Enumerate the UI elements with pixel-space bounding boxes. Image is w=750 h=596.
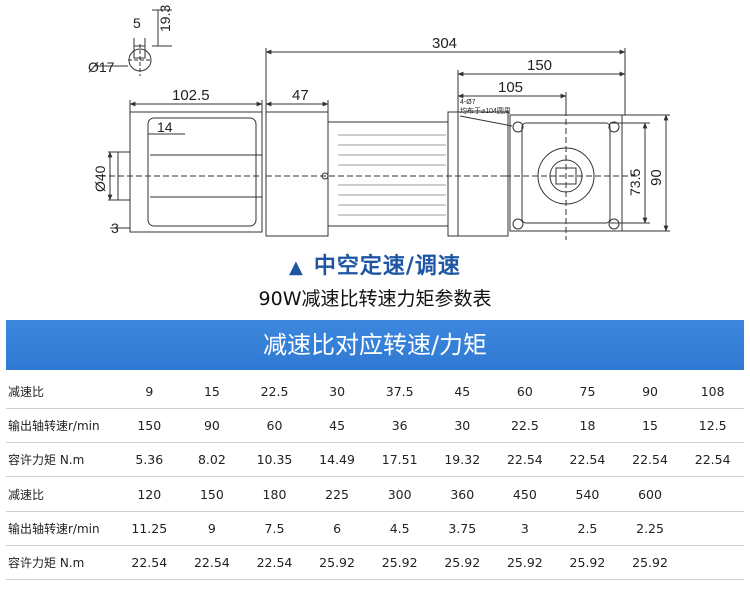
table-cell	[681, 476, 744, 512]
table-cell: 3	[493, 511, 557, 546]
row-label: 容许力矩 N.m	[6, 545, 118, 581]
table-subtitle: 90W减速比转速力矩参数表	[258, 288, 492, 310]
table-cell: 7.5	[243, 511, 306, 546]
table-cell: 108	[681, 375, 744, 410]
table-cell: 25.92	[430, 545, 494, 581]
table-cell: 25.92	[368, 545, 431, 581]
table-cell: 25.92	[618, 545, 682, 581]
row-label: 减速比	[6, 476, 118, 512]
table-cell: 22.54	[180, 545, 244, 581]
table-cell: 450	[493, 476, 557, 512]
motor-fins	[327, 121, 449, 227]
table-cell: 90	[618, 375, 682, 410]
dim-shaft-key: 5	[133, 15, 141, 31]
table-cell: 25.92	[556, 545, 619, 581]
table-cell: 300	[368, 476, 431, 512]
table-cell: 18	[556, 408, 619, 444]
table-cell: 11.25	[118, 511, 181, 546]
section-title: ▲ 中空定速/调速	[0, 248, 750, 280]
triangle-icon: ▲	[289, 257, 304, 278]
table-cell: 22.5	[243, 375, 306, 410]
table-cell: 2.5	[556, 511, 619, 546]
dim-bore-depth: 14	[157, 119, 173, 135]
table-cell: 75	[556, 375, 619, 410]
dim-shaft-height: 19.3	[157, 5, 173, 32]
table-cell: 150	[118, 408, 181, 444]
table-cell: 22.54	[118, 545, 181, 581]
table-cell: 22.5	[493, 408, 557, 444]
table-cell: 19.32	[430, 442, 494, 478]
table-cell	[681, 511, 744, 546]
dim-motor-segment: 47	[292, 87, 309, 104]
row-label: 容许力矩 N.m	[6, 442, 118, 478]
motor-dimension-drawing: 5 19.3 Ø17 304 150 105 102.5 47 14 Ø40 3…	[88, 5, 670, 240]
dim-gearbox-length: 102.5	[172, 87, 210, 104]
table-cell: 5.36	[118, 442, 181, 478]
table-cell: 14.49	[305, 442, 369, 478]
table-cell: 60	[493, 375, 557, 410]
table-cell: 37.5	[368, 375, 431, 410]
table-banner: 减速比对应转速/力矩	[6, 320, 744, 370]
row-label: 减速比	[6, 375, 118, 410]
table-cell: 225	[305, 476, 369, 512]
section-title-text: 中空定速/调速	[313, 254, 461, 279]
table-cell: 9	[118, 375, 181, 410]
table-cell: 120	[118, 476, 181, 512]
dim-offset: 3	[111, 220, 119, 236]
dim-bolt-circle: 105	[498, 79, 523, 96]
hole-note-1: 4-Ø7	[460, 99, 476, 106]
table-cell: 12.5	[681, 408, 744, 444]
table-cell: 36	[368, 408, 431, 444]
dim-shaft-dia: Ø17	[88, 59, 115, 75]
row-label: 输出轴转速r/min	[6, 511, 118, 546]
table-cell: 2.25	[618, 511, 682, 546]
table-cell: 60	[243, 408, 306, 444]
table-cell: 180	[243, 476, 306, 512]
table-cell: 90	[180, 408, 244, 444]
table-cell: 8.02	[180, 442, 244, 478]
table-cell: 9	[180, 511, 244, 546]
table-cell: 360	[430, 476, 494, 512]
table-cell: 25.92	[493, 545, 557, 581]
table-cell	[681, 545, 744, 581]
table-cell: 540	[556, 476, 619, 512]
dim-hole-dia: Ø40	[92, 165, 108, 192]
table-cell: 30	[305, 375, 369, 410]
table-cell: 3.75	[430, 511, 494, 546]
table-cell: 15	[180, 375, 244, 410]
table-cell: 150	[180, 476, 244, 512]
table-cell: 17.51	[368, 442, 431, 478]
hole-note-2: 均布于⌀104圆周	[460, 106, 511, 115]
table-cell: 45	[430, 375, 494, 410]
row-label: 输出轴转速r/min	[6, 408, 118, 444]
table-cell: 600	[618, 476, 682, 512]
dim-mount-height: 73.5	[627, 169, 643, 196]
motor-front	[265, 111, 329, 237]
table-cell: 10.35	[243, 442, 306, 478]
table-cell: 45	[305, 408, 369, 444]
table-cell: 22.54	[493, 442, 557, 478]
table-cell: 22.54	[618, 442, 682, 478]
table-cell: 25.92	[305, 545, 369, 581]
table-cell: 30	[430, 408, 494, 444]
dim-overall-height: 90	[648, 169, 665, 186]
table-cell: 22.54	[556, 442, 619, 478]
table-cell: 22.54	[243, 545, 306, 581]
table-cell: 15	[618, 408, 682, 444]
table-cell: 6	[305, 511, 369, 546]
table-cell: 22.54	[681, 442, 744, 478]
gearbox-body	[129, 111, 263, 233]
dim-flange-length: 150	[527, 57, 552, 74]
dim-total-length: 304	[432, 35, 457, 52]
table-cell: 4.5	[368, 511, 431, 546]
